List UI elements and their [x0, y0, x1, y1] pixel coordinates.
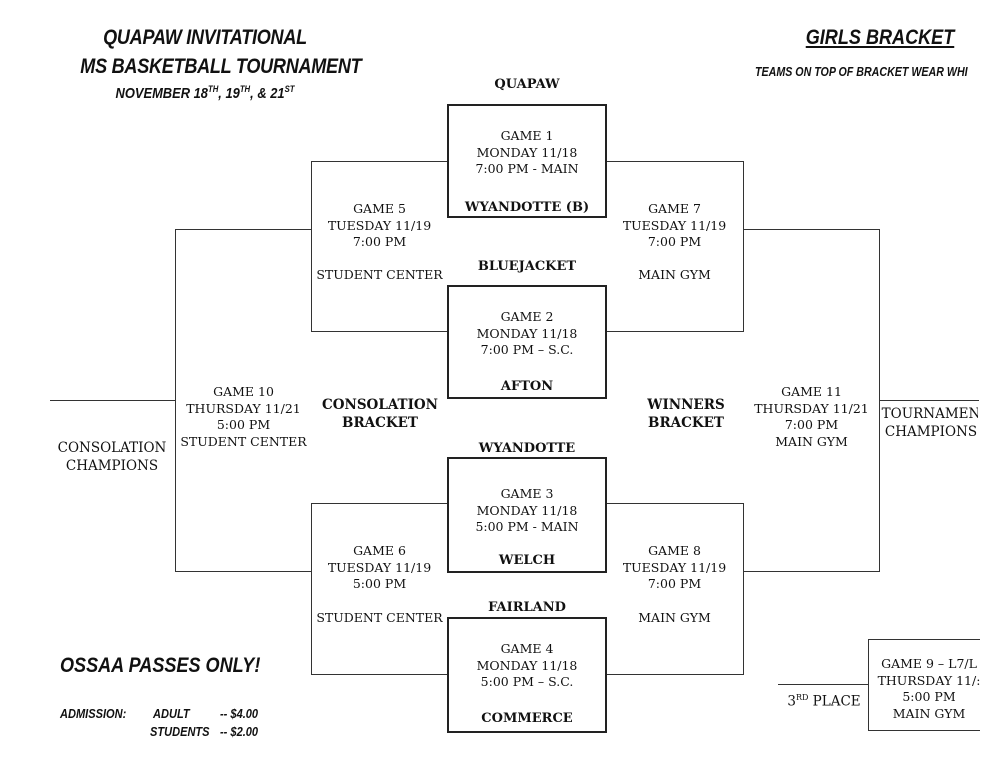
team-top-game1: QUAPAW [494, 77, 560, 92]
team-bottom-game1: WYANDOTTE (B) [464, 200, 590, 215]
team-bottom-game4: COMMERCE [481, 711, 573, 726]
students-price: -- $2.00 [220, 724, 259, 739]
third-place-label: 3RD PLACE [787, 693, 861, 710]
team-bottom-game2: AFTON [500, 379, 554, 394]
bracket-title: GIRLS BRACKET [805, 26, 955, 49]
team-top-game4: FAIRLAND [488, 600, 566, 615]
team-top-game2: BLUEJACKET [477, 259, 577, 274]
team-bottom-game3: WELCH [498, 553, 556, 568]
adult-price: -- $4.00 [220, 706, 259, 721]
tournament-dates: NOVEMBER 18TH, 19TH, & 21ST [115, 84, 295, 102]
passes-notice: OSSAA PASSES ONLY! [60, 654, 261, 677]
teams-note: TEAMS ON TOP OF BRACKET WEAR WHI [755, 64, 968, 79]
tournament-title-line2: MS BASKETBALL TOURNAMENT [80, 55, 362, 78]
admission-label: ADMISSION: [60, 706, 127, 721]
students-label: STUDENTS [150, 724, 210, 739]
team-top-game3: WYANDOTTE [478, 441, 576, 456]
adult-label: ADULT [153, 706, 190, 721]
tournament-title-line1: QUAPAW INVITATIONAL [103, 26, 307, 49]
